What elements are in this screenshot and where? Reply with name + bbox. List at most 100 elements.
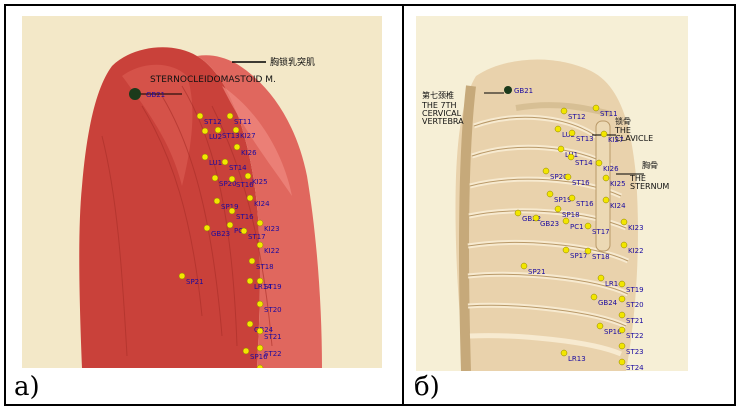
panel-b-point-24: [521, 263, 527, 269]
panel-b-point-27: [591, 294, 597, 300]
panel-b-label-22: SP17: [570, 252, 588, 260]
panel-a-label-5: KI27: [240, 132, 256, 140]
panel-b-point-8: [596, 160, 602, 166]
panel-b-point-15: [515, 210, 521, 216]
panel-b-label-1: ST12: [568, 113, 586, 121]
panel-b-point-12: [547, 191, 553, 197]
panel-b-label-32: ST23: [626, 348, 644, 356]
panel-b-label-17: GB23: [540, 220, 559, 228]
panel-a-label-3: LU2: [209, 133, 222, 141]
panel-a-point-10: [229, 176, 235, 182]
panel-a-point-8: [222, 159, 228, 165]
panel-b-label-4: ST13: [576, 135, 594, 143]
panel-b-point-16: [555, 206, 561, 212]
panel-b-label-0: GB21: [514, 87, 533, 95]
panel-b-point-2: [593, 105, 599, 111]
panel-b-label-34: ST24: [626, 364, 644, 371]
panel-b-label-16: SP18: [562, 211, 580, 219]
panel-b-point-4: [569, 130, 575, 136]
panel-b-point-22: [563, 247, 569, 253]
panel-a-label-18: ST17: [248, 233, 266, 241]
panel-b-point-26: [619, 281, 625, 287]
panel-divider: [402, 4, 404, 406]
panel-b-point-17: [533, 215, 539, 221]
panel-a-point-17: [204, 225, 210, 231]
panel-a-label-20: ST18: [256, 263, 274, 271]
panel-b-point-14: [603, 197, 609, 203]
panel-a-point-14: [229, 208, 235, 214]
panel-b-point-9: [543, 168, 549, 174]
panel-b-label-24: SP21: [528, 268, 546, 276]
panel-b-label-28: ST20: [626, 301, 644, 309]
panel-b-label-7: ST14: [575, 159, 593, 167]
panel-a-label-7: LU1: [209, 159, 222, 167]
panel-a-point-18: [241, 228, 247, 234]
panel-b-label-21: KI22: [628, 247, 644, 255]
panel-b-point-29: [619, 312, 625, 318]
vertebra-en-line3: VERTEBRA: [422, 117, 464, 126]
panel-a-point-22: [247, 278, 253, 284]
panel-a-point-7: [202, 154, 208, 160]
panel-a-label-2: ST11: [234, 118, 252, 126]
panel-b-label-20: KI23: [628, 224, 644, 232]
panel-b-point-31: [619, 327, 625, 333]
panel-b-label-33: LR13: [568, 355, 586, 363]
panel-b-label-18: PC1: [570, 223, 584, 231]
vertebra-chinese-label: 第七颈椎: [422, 90, 454, 100]
panel-a-label-17: GB23: [211, 230, 230, 238]
panel-b-label-8: KI26: [603, 165, 619, 173]
panel-a-point-4: [215, 127, 221, 133]
panel-a-label-6: KI26: [241, 149, 257, 157]
panel-a-point-19: [257, 242, 263, 248]
panel-a-point-13: [247, 195, 253, 201]
panel-a-label-1: ST12: [204, 118, 222, 126]
panel-a-point-27: [243, 348, 249, 354]
panel-a-label-24: ST20: [264, 306, 282, 314]
panel-a-label-23: ST19: [264, 283, 282, 291]
skeleton-illustration: 第七颈椎 THE 7TH CERVICAL VERTEBRA 锁骨 THE CL…: [416, 16, 688, 371]
panel-b-label-19: ST17: [592, 228, 610, 236]
panel-b-label-5: KI27: [608, 136, 624, 144]
panel-b-label-14: KI24: [610, 202, 626, 210]
panel-b-point-10: [565, 174, 571, 180]
panel-b-point-32: [619, 343, 625, 349]
panel-b-label-13: ST16: [576, 200, 594, 208]
panel-b-point-3: [555, 126, 561, 132]
panel-a-point-9: [212, 175, 218, 181]
panel-b-label-2: ST11: [600, 110, 618, 118]
panel-b-label-26: ST19: [626, 286, 644, 294]
panel-a-label-21: SP21: [186, 278, 204, 286]
panel-a-point-23: [257, 278, 263, 284]
panel-b-label-29: ST21: [626, 317, 644, 325]
panel-a-point-26: [257, 328, 263, 334]
panel-a-label-0: GB21: [146, 91, 165, 99]
caption-a: а): [14, 372, 40, 402]
panel-a-label-11: KI25: [252, 178, 268, 186]
panel-a-point-6: [234, 144, 240, 150]
panel-a-label-14: ST16: [236, 213, 254, 221]
scm-english-label: STERNOCLEIDOMASTOID M.: [150, 75, 276, 85]
panel-a-point-11: [245, 173, 251, 179]
panel-b-image: 第七颈椎 THE 7TH CERVICAL VERTEBRA 锁骨 THE CL…: [416, 16, 688, 371]
panel-b-point-6: [558, 146, 564, 152]
sternum-en-line2: STERNUM: [630, 182, 669, 191]
panel-a-point-12: [214, 198, 220, 204]
panel-a-point-20: [249, 258, 255, 264]
panel-b-label-23: ST18: [592, 253, 610, 261]
panel-a-label-8: ST14: [229, 164, 247, 172]
panel-b-point-18: [563, 218, 569, 224]
panel-b-label-10: ST16: [572, 179, 590, 187]
sternum-chinese-label: 胸骨: [642, 160, 658, 170]
panel-a-label-19: KI22: [264, 247, 280, 255]
panel-a-point-25: [247, 321, 253, 327]
panel-b-point-28: [619, 296, 625, 302]
caption-b: б): [414, 372, 440, 402]
panel-a-label-26: ST21: [264, 333, 282, 341]
panel-a-point-15: [257, 220, 263, 226]
panel-b-point-7: [568, 154, 574, 160]
panel-a-point-5: [233, 127, 239, 133]
panel-a-point-1: [197, 113, 203, 119]
panel-b-point-5: [601, 131, 607, 137]
